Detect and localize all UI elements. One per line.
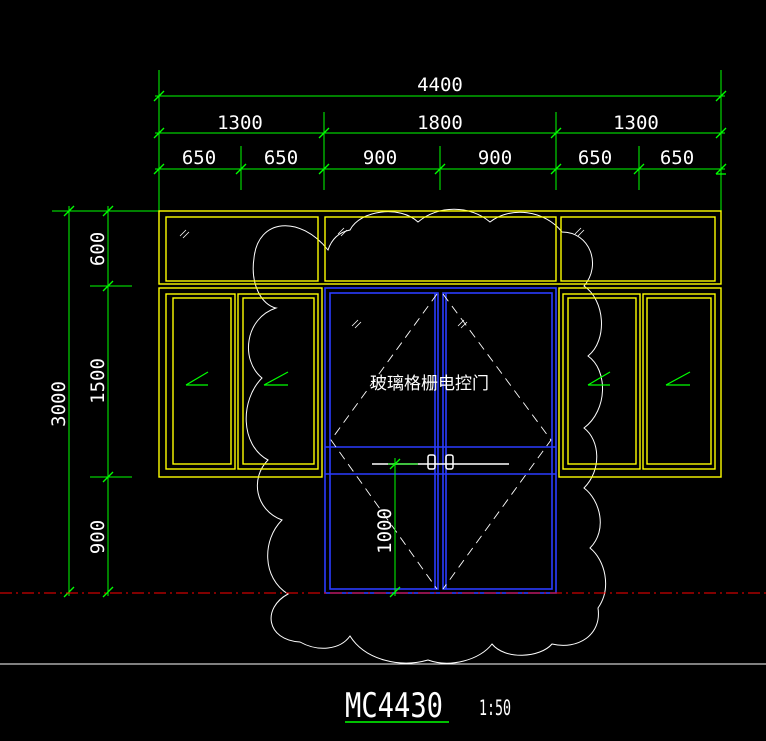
horizontal-dimensions: 4400 1300 1800 1300 650 650 900 900 650 … bbox=[153, 70, 727, 211]
overall-width-label: 4400 bbox=[417, 74, 463, 96]
vertical-dimensions: 3000 600 1500 900 bbox=[48, 205, 160, 598]
height-segment-label: 1500 bbox=[87, 358, 109, 404]
drawing-scale: 1:50 bbox=[479, 696, 511, 720]
shrub-outline bbox=[245, 208, 606, 664]
glass-marker-icons bbox=[179, 227, 691, 386]
sub-segment-label: 650 bbox=[578, 147, 612, 169]
height-segment-label: 600 bbox=[87, 232, 109, 266]
overall-height-label: 3000 bbox=[48, 381, 70, 427]
top-segment-label: 1800 bbox=[417, 112, 463, 134]
door-handle-height-label: 1000 bbox=[374, 508, 396, 554]
drawing-label: MC4430 bbox=[345, 686, 443, 726]
height-segment-label: 900 bbox=[87, 520, 109, 554]
sub-segment-label: 650 bbox=[182, 147, 216, 169]
door-note-label: 玻璃格栅电控门 bbox=[370, 374, 489, 394]
sub-segment-label: 650 bbox=[660, 147, 694, 169]
handle-height-dimension: 1000 bbox=[374, 458, 418, 598]
sub-segment-label: 650 bbox=[264, 147, 298, 169]
sub-segment-label: 900 bbox=[363, 147, 397, 169]
sub-segment-label: 900 bbox=[478, 147, 512, 169]
top-segment-label: 1300 bbox=[217, 112, 263, 134]
top-segment-label: 1300 bbox=[613, 112, 659, 134]
window-frames bbox=[158, 210, 722, 478]
door-swing-lines bbox=[330, 293, 552, 590]
door-frames bbox=[324, 287, 557, 594]
